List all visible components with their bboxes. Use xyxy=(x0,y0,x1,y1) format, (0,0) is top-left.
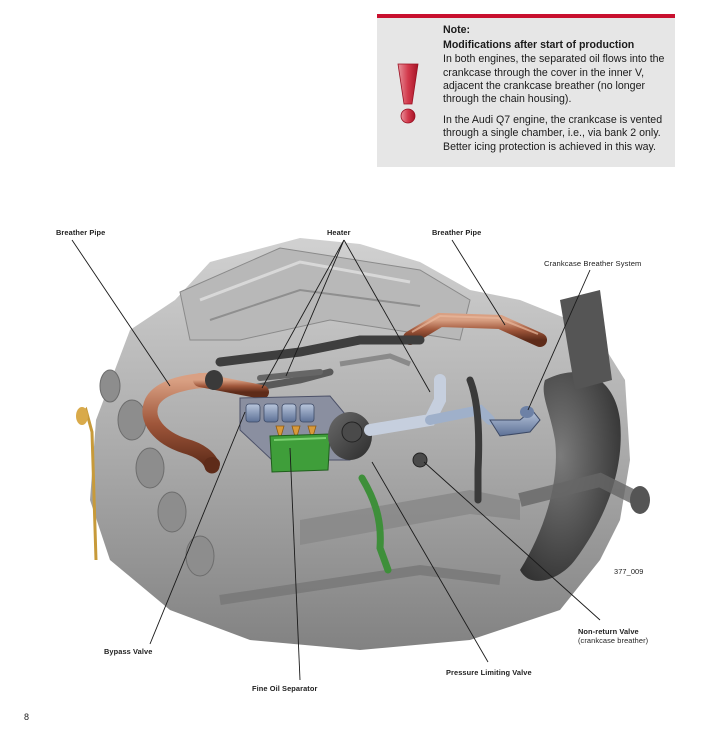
label-bypass-valve: Bypass Valve xyxy=(104,647,153,656)
exclamation-warning-icon xyxy=(397,63,419,124)
note-heading: Note: xyxy=(443,24,471,36)
note-paragraph-2: In the Audi Q7 engine, the crankcase is … xyxy=(443,114,663,153)
note-paragraph-1: In both engines, the separated oil flows… xyxy=(443,53,665,106)
label-breather-pipe-right: Breather Pipe xyxy=(432,228,482,237)
note-subheading: Modifications after start of production xyxy=(443,39,635,52)
page-number: 8 xyxy=(24,712,30,722)
label-pressure-limiting-valve: Pressure Limiting Valve xyxy=(446,668,532,677)
label-breather-pipe-left: Breather Pipe xyxy=(56,228,106,237)
label-non-return-valve-note: (crankcase breather) xyxy=(578,636,649,645)
label-fine-oil-separator: Fine Oil Separator xyxy=(252,684,318,693)
note-text: Note: Modifications after start of produ… xyxy=(443,24,671,154)
note-box: Note: Modifications after start of produ… xyxy=(377,14,675,167)
leader-lines xyxy=(71,239,601,681)
label-crankcase-breather-system: Crankcase Breather System xyxy=(544,259,642,268)
label-heater: Heater xyxy=(327,228,351,237)
label-non-return-valve: Non-return Valve xyxy=(578,627,639,636)
figure-id: 377_009 xyxy=(614,567,644,576)
